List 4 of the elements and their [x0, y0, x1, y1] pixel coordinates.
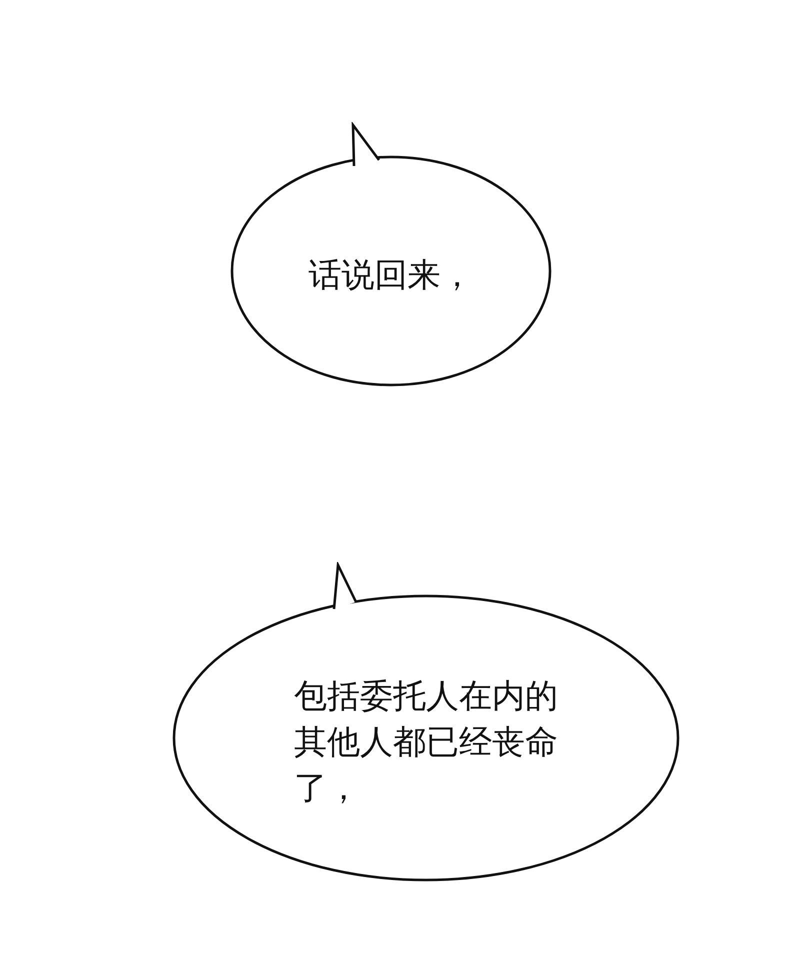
speech-bubble: [230, 122, 552, 387]
dialogue-text: 包括委托人在内的其他人都已经丧命了，: [294, 675, 558, 809]
speech-bubble: [172, 562, 680, 884]
dialogue-text: 话说回来，: [308, 254, 474, 296]
